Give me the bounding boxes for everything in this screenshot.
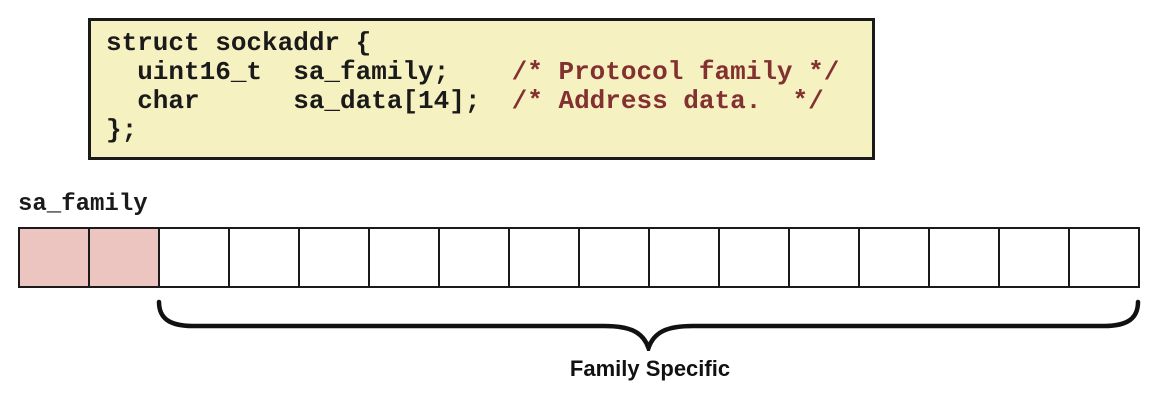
byte-cell-sa-family (20, 229, 90, 286)
byte-cell-sa-data (370, 229, 440, 286)
byte-cell-sa-data (720, 229, 790, 286)
code-line: struct sockaddr { (106, 29, 866, 58)
byte-cell-sa-data (860, 229, 930, 286)
byte-cell-sa-data (930, 229, 1000, 286)
byte-cell-sa-data (160, 229, 230, 286)
code-text: struct sockaddr { (106, 28, 372, 58)
byte-cell-sa-data (580, 229, 650, 286)
byte-cell-sa-family (90, 229, 160, 286)
sa-family-label: sa_family (18, 191, 148, 218)
byte-cell-sa-data (440, 229, 510, 286)
code-text: uint16_t sa_family; (106, 57, 512, 87)
curly-brace-icon (156, 299, 1141, 351)
code-text: char sa_data[14]; (106, 86, 512, 116)
byte-cell-sa-data (1070, 229, 1138, 286)
byte-cell-sa-data (790, 229, 860, 286)
code-line: char sa_data[14]; /* Address data. */ (106, 87, 866, 116)
byte-cell-sa-data (300, 229, 370, 286)
code-comment: /* Protocol family */ (511, 57, 840, 87)
code-line: uint16_t sa_family; /* Protocol family *… (106, 58, 866, 87)
byte-row (18, 227, 1140, 288)
code-comment: /* Address data. */ (511, 86, 824, 116)
code-text: }; (106, 115, 138, 145)
byte-cell-sa-data (510, 229, 580, 286)
byte-cell-sa-data (1000, 229, 1070, 286)
byte-cell-sa-data (650, 229, 720, 286)
code-box: struct sockaddr { uint16_t sa_family; /*… (88, 18, 875, 160)
code-line: }; (106, 116, 866, 145)
byte-cell-sa-data (230, 229, 300, 286)
family-specific-label: Family Specific (569, 356, 731, 381)
